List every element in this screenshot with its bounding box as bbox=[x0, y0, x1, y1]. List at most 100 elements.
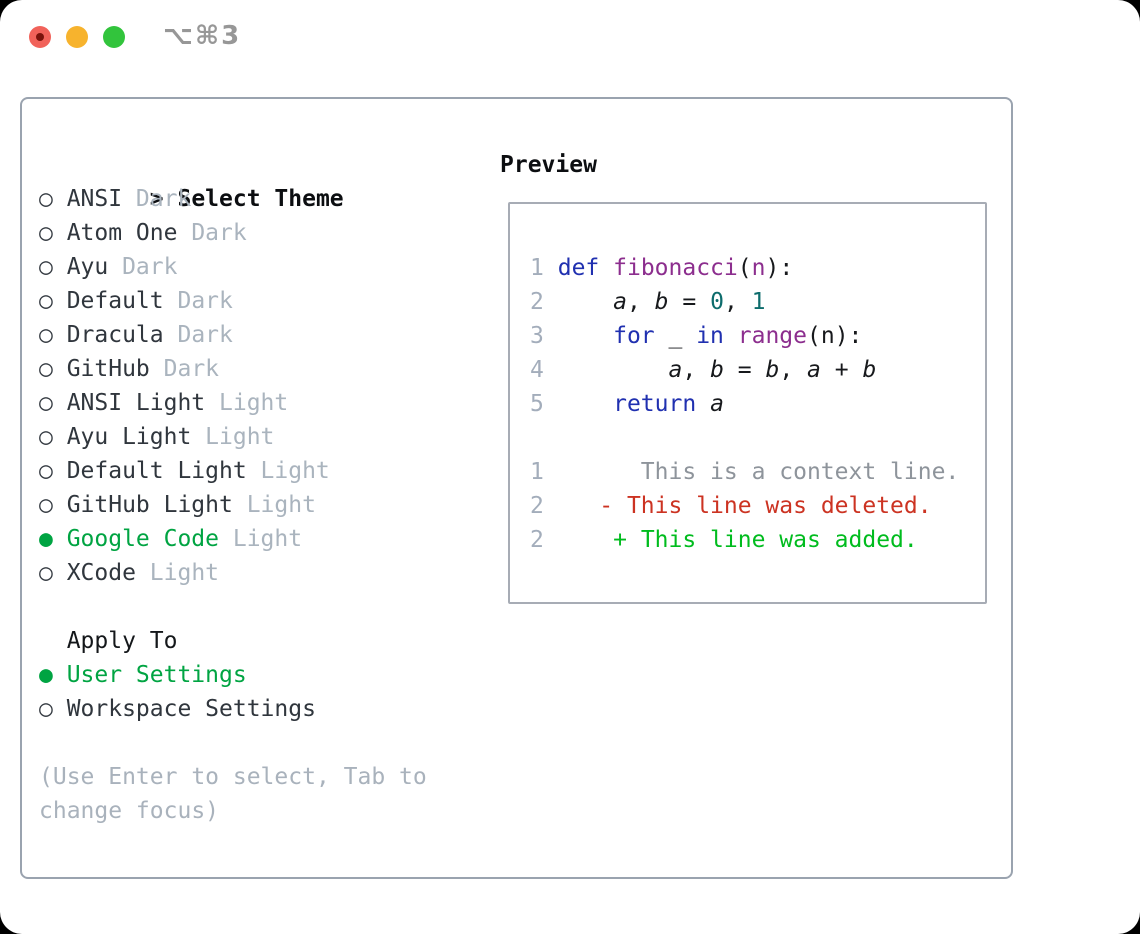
diff-marker: + bbox=[613, 527, 641, 553]
zoom-button[interactable] bbox=[103, 26, 125, 48]
radio-icon: ○ bbox=[39, 458, 53, 484]
code-token: range bbox=[737, 323, 808, 349]
theme-option-xcode[interactable]: ○ XCode Light bbox=[39, 556, 427, 590]
theme-option-github-light[interactable]: ○ GitHub Light Light bbox=[39, 488, 427, 522]
code-token bbox=[558, 391, 613, 417]
apply-option-user-settings[interactable]: ● User Settings bbox=[39, 658, 427, 692]
code-token: , bbox=[779, 357, 808, 383]
radio-icon: ○ bbox=[39, 186, 53, 212]
titlebar: ⌥⌘3 bbox=[0, 0, 1140, 74]
radio-icon: ○ bbox=[39, 254, 53, 280]
theme-variant-tag: Dark bbox=[163, 356, 220, 382]
radio-icon: ○ bbox=[39, 560, 53, 586]
focus-caret-icon: > bbox=[149, 186, 164, 212]
code-preview: 1 def fibonacci (n): 2 a, b = 0, 1 3 for _ … bbox=[530, 251, 959, 557]
theme-name: ANSI bbox=[66, 186, 123, 212]
close-button-dot bbox=[36, 33, 44, 41]
theme-variant-tag: Dark bbox=[122, 254, 178, 280]
apply-to-list: ● User Settings ○ Workspace Settings bbox=[39, 658, 427, 726]
code-token: b bbox=[654, 289, 669, 315]
code-token: , bbox=[626, 289, 655, 315]
theme-variant-tag: Light bbox=[205, 424, 275, 450]
code-token: a bbox=[613, 289, 627, 315]
theme-variant-tag: Dark bbox=[177, 288, 233, 314]
apply-option-workspace-settings[interactable]: ○ Workspace Settings bbox=[39, 692, 427, 726]
radio-icon: ○ bbox=[39, 322, 53, 348]
code-line: 3 for _ in range(n): bbox=[530, 319, 959, 353]
spacer bbox=[39, 726, 427, 760]
theme-variant-tag: Dark bbox=[191, 220, 247, 246]
theme-name: XCode bbox=[66, 560, 136, 586]
theme-name: Ayu bbox=[66, 254, 109, 280]
close-button[interactable] bbox=[29, 26, 51, 48]
apply-option-name: Workspace Settings bbox=[66, 696, 316, 722]
code-token bbox=[696, 391, 710, 417]
code-token bbox=[558, 323, 613, 349]
radio-icon: ○ bbox=[39, 696, 53, 722]
theme-variant-tag: Light bbox=[149, 560, 220, 586]
line-number: 2 bbox=[530, 493, 544, 519]
diff-line-add: 2 + This line was added. bbox=[530, 523, 959, 557]
minimize-button[interactable] bbox=[66, 26, 88, 48]
radio-icon: ○ bbox=[39, 288, 53, 314]
diff-line-del: 2 - This line was deleted. bbox=[530, 489, 959, 523]
spacer bbox=[39, 590, 427, 624]
diff-text: This line was deleted. bbox=[626, 493, 932, 519]
diff-marker: - bbox=[599, 493, 627, 519]
code-token: in bbox=[696, 323, 724, 349]
theme-option-default-light[interactable]: ○ Default Light Light bbox=[39, 454, 427, 488]
code-token: return bbox=[613, 391, 697, 417]
theme-name: GitHub Light bbox=[66, 492, 233, 518]
code-token: ( bbox=[737, 255, 752, 281]
theme-variant-tag: Light bbox=[232, 526, 303, 552]
line-number: 2 bbox=[530, 289, 544, 315]
code-token: (n): bbox=[807, 323, 863, 349]
theme-variant-tag: Dark bbox=[135, 186, 192, 212]
code-token: 0 bbox=[710, 289, 724, 315]
code-token: for bbox=[613, 323, 655, 349]
theme-name: Ayu Light bbox=[66, 424, 192, 450]
theme-variant-tag: Light bbox=[219, 390, 289, 416]
code-token: def bbox=[557, 255, 600, 281]
apply-option-name: User Settings bbox=[66, 662, 247, 688]
theme-option-ayu[interactable]: ○ Ayu Dark bbox=[39, 250, 427, 284]
theme-variant-tag: Dark bbox=[177, 322, 233, 348]
radio-icon: ○ bbox=[39, 492, 53, 518]
theme-variant-tag: Light bbox=[260, 458, 330, 484]
diff-text: This is a context line. bbox=[640, 459, 960, 485]
theme-name: Dracula bbox=[66, 322, 164, 348]
radio-selected-icon: ● bbox=[39, 662, 53, 688]
code-token: = bbox=[668, 289, 711, 315]
theme-name: ANSI Light bbox=[66, 390, 206, 416]
code-token bbox=[558, 289, 613, 315]
line-number: 1 bbox=[530, 459, 544, 485]
theme-option-ansi[interactable]: ○ ANSI Dark bbox=[39, 182, 427, 216]
preview-box: 1 def fibonacci (n): 2 a, b = 0, 1 3 for _ … bbox=[508, 202, 987, 604]
hint-line-2: change focus) bbox=[39, 798, 220, 824]
theme-name: Default Light bbox=[66, 458, 247, 484]
select-theme-title: Select Theme bbox=[177, 186, 344, 212]
code-token: b bbox=[765, 357, 780, 383]
spacer bbox=[530, 421, 959, 455]
code-token: b bbox=[710, 357, 724, 383]
code-token: n bbox=[751, 255, 766, 281]
preview-title: Preview bbox=[500, 152, 597, 178]
theme-name: Default bbox=[66, 288, 164, 314]
theme-option-default[interactable]: ○ Default Dark bbox=[39, 284, 427, 318]
code-token: fibonacci bbox=[613, 255, 738, 281]
line-number: 1 bbox=[530, 255, 544, 281]
theme-variant-tag: Light bbox=[246, 492, 316, 518]
theme-option-dracula[interactable]: ○ Dracula Dark bbox=[39, 318, 427, 352]
diff-text: This line was added. bbox=[640, 527, 918, 553]
code-line: 4 a, b = b, a + b bbox=[530, 353, 959, 387]
line-number: 4 bbox=[530, 357, 544, 383]
